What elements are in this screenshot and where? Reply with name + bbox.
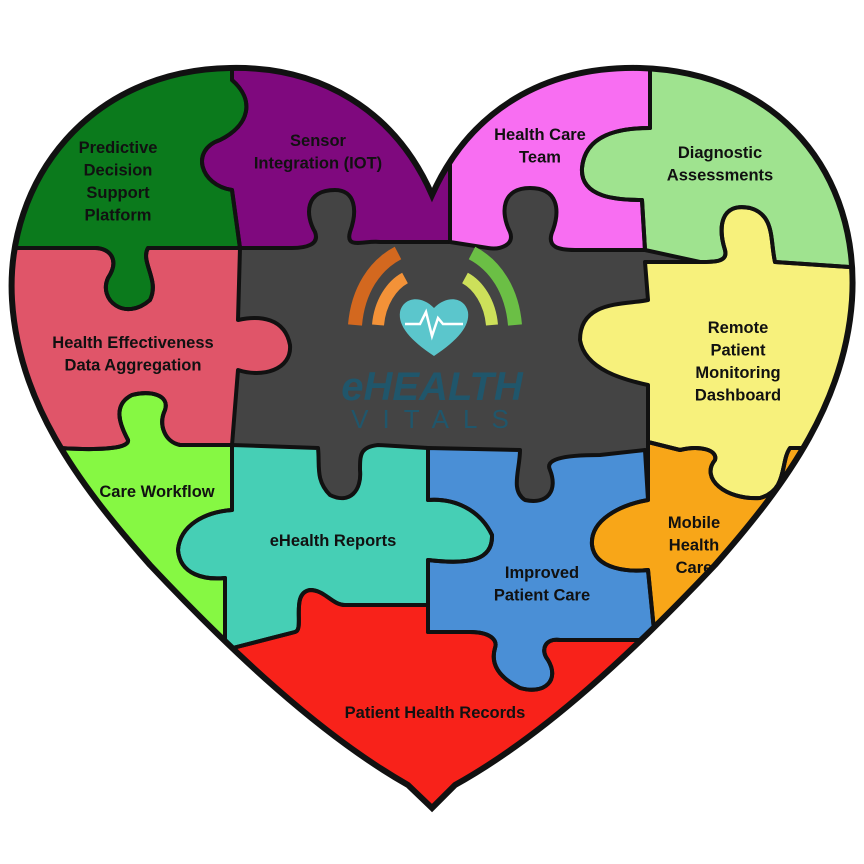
label-line: Assessments (667, 167, 773, 185)
seam-sensor (200, 67, 452, 250)
label-line: Care Workflow (99, 483, 214, 501)
piece-health-care-team (450, 67, 650, 250)
label-line: Patient (710, 342, 766, 360)
label-line: Patient Care (494, 587, 590, 605)
label-line: Support (86, 184, 150, 202)
signal-arc-left-inner-icon (372, 272, 409, 326)
label-line: Health (669, 537, 719, 555)
label-line: Integration (IOT) (254, 155, 382, 173)
pulse-line-icon (405, 308, 463, 341)
label-line: Platform (85, 207, 152, 225)
label-line: eHealth Reports (270, 532, 397, 550)
label-line: Sensor (290, 132, 347, 150)
label-line: Health Effectiveness (52, 334, 213, 352)
label-line: Dashboard (695, 387, 781, 405)
label-line: Decision (84, 162, 153, 180)
piece-improved-patient-care (428, 448, 655, 690)
signal-arc-right-inner-icon (461, 272, 498, 326)
label-line: Monitoring (695, 364, 780, 382)
signal-arc-right-outer-icon (468, 246, 522, 326)
label-line: Data Aggregation (65, 357, 202, 375)
label-line: Health Care (494, 126, 586, 144)
label-records: Patient Health Records (345, 704, 526, 722)
logo-wordmark: eHEALTH (341, 365, 524, 409)
label-line: Mobile (668, 514, 720, 532)
heart-outline (8, 64, 856, 813)
label-line: Patient Health Records (345, 704, 526, 722)
seam-mobile (589, 440, 853, 642)
piece-health-effectiveness (11, 248, 291, 450)
label-line: Team (519, 149, 561, 167)
label-line: Improved (505, 564, 579, 582)
label-line: Predictive (79, 139, 158, 157)
ehealth-vitals-logo: eHEALTH VITALS (341, 246, 524, 434)
label-workflow: Care Workflow (99, 483, 214, 501)
label-line: Remote (708, 319, 769, 337)
label-reports: eHealth Reports (270, 532, 397, 550)
piece-ehealth-reports (178, 445, 493, 650)
signal-arc-left-outer-icon (348, 246, 402, 326)
seam-records (11, 588, 853, 809)
piece-diagnostic-assessments (581, 67, 853, 268)
piece-sensor-integration (202, 67, 450, 248)
label-line: Care (676, 559, 713, 577)
piece-remote-monitoring (580, 207, 853, 499)
logo-subtitle: VITALS (351, 404, 523, 434)
label-line: Diagnostic (678, 144, 762, 162)
